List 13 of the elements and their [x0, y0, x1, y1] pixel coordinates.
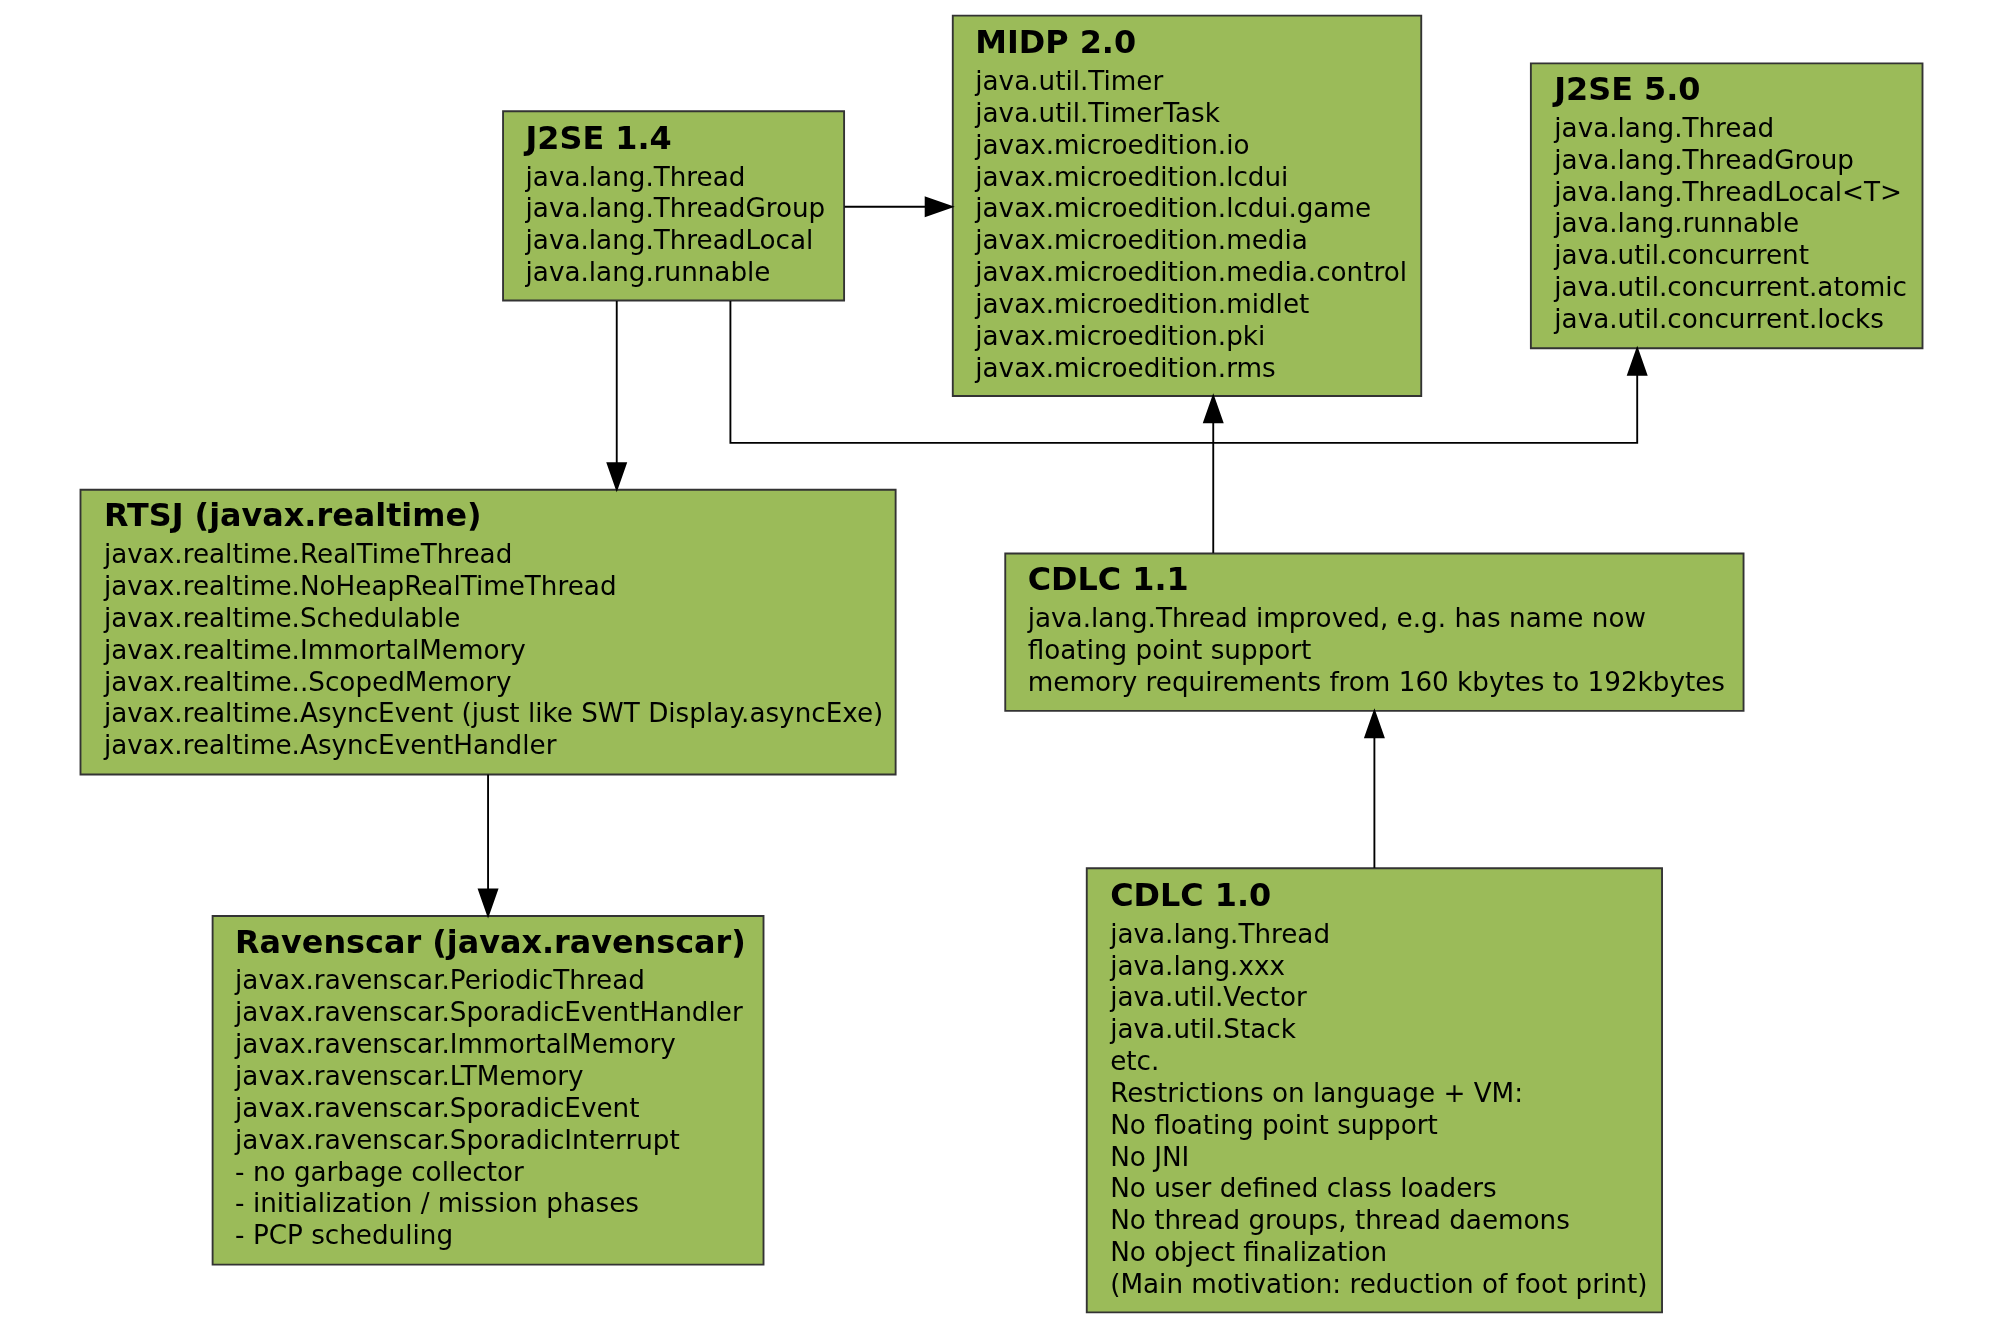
arrow	[477, 773, 499, 919]
arrow	[843, 196, 955, 218]
node-box: CDLC 1.0 java.lang.Thread java.lang.xxx java.util.Vector java.util.Stack etc. Restrictions on language + VM: No floating point support No JNI No user defined class loaders No thread groups, thread daemons No object finalization (Main motivation: reduction of foot print)	[1085, 867, 1663, 1314]
arrow	[1363, 708, 1385, 869]
node-box: MIDP 2.0 java.util.Timer java.util.TimerTask javax.microedition.io javax.microedition.lcdui javax.microedition.lcdui.game javax.microedition.media javax.microedition.media.control javax.microedition.midlet javax.microedition.pki javax.microedition.rms	[951, 14, 1423, 397]
arrow	[1202, 393, 1224, 554]
node-box: J2SE 5.0 java.lang.Thread java.lang.ThreadGroup java.lang.ThreadLocal<T> java.lang.runnable java.util.concurrent java.util.concurrent.atomic java.util.concurrent.locks	[1529, 62, 1924, 350]
node-box: RTSJ (javax.realtime) javax.realtime.RealTimeThread javax.realtime.NoHeapRealTimeThread javax.realtime.Schedulable javax.realtime.ImmortalMemory javax.realtime..ScopedMemory javax.realtime.AsyncEvent (just like SWT Display.asyncExe) javax.realtime.AsyncEventHandler	[79, 488, 897, 776]
arrow	[729, 299, 1648, 444]
node-box: J2SE 1.4 java.lang.Thread java.lang.ThreadGroup java.lang.ThreadLocal java.lang.runnable	[502, 110, 846, 302]
node-box: CDLC 1.1 java.lang.Thread improved, e.g. has name now floating point support memory requirements from 160 kbytes to 192kbytes	[1004, 552, 1745, 712]
arrow	[606, 300, 628, 493]
node-box: Ravenscar (javax.ravenscar) javax.ravenscar.PeriodicThread javax.ravenscar.SporadicEventHandler javax.ravenscar.ImmortalMemory javax.ravenscar.LTMemory javax.ravenscar.SporadicEvent javax.ravenscar.SporadicInterrupt - no garbage collector - initialization / mission phases - PCP scheduling	[211, 915, 765, 1266]
